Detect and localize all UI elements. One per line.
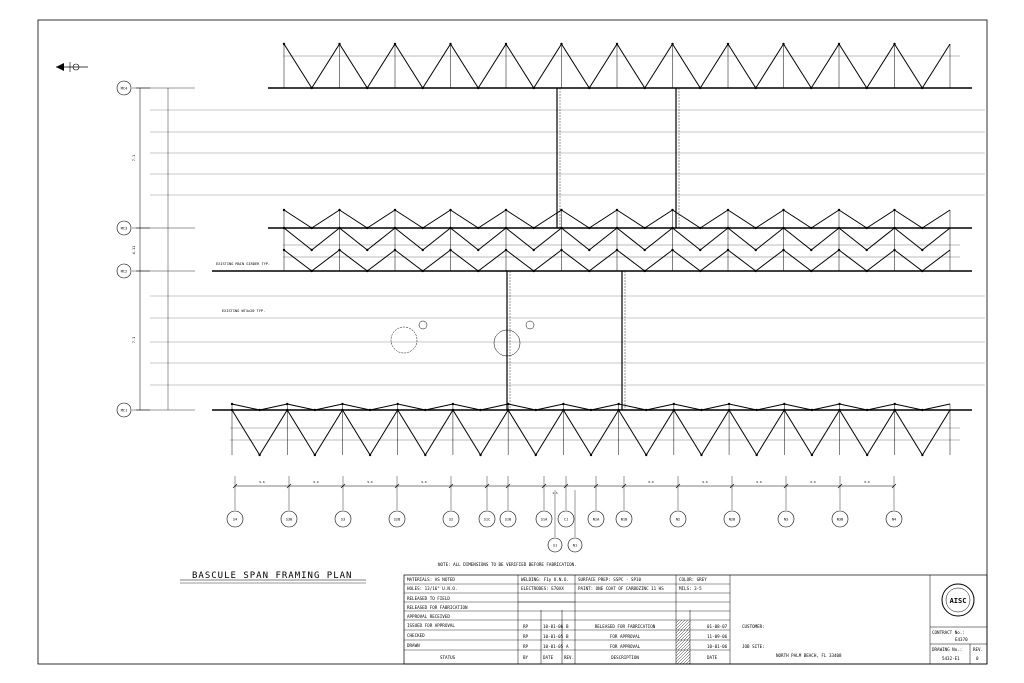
column-grid-label: S3B: [286, 518, 293, 522]
holes-text: HOLES: 13/16" U.N.O.: [407, 586, 457, 591]
bottom-dimensions: 9-6 9-6 9-6 9-6 9-6 9-6 9-6 9-6 9-6 1-5: [232, 480, 897, 495]
issued-approval-text: ISSUED FOR APPROVAL: [407, 623, 455, 628]
truss-members: [230, 42, 951, 457]
existing-girder-label: EXISTING MAIN GIRDER TYP.: [216, 262, 270, 266]
released-field-text: RELEASED TO FIELD: [407, 596, 450, 601]
title-block: MATERIALS: AS NOTED HOLES: 13/16" U.N.O.…: [403, 574, 988, 665]
released-fab-text: RELEASED FOR FABRICATION: [407, 605, 468, 610]
column-grid-label: N2: [676, 518, 680, 522]
dim-label: 9-6: [421, 480, 427, 484]
dim-label: 9-6: [313, 480, 319, 484]
rev-date2: 10-01-06: [707, 644, 728, 649]
column-grid-label: N1B: [621, 518, 628, 522]
col-by: BY: [523, 655, 529, 660]
column-grid-label: N2B: [729, 518, 736, 522]
vertical-dimension: 7-1 4-11 7-1: [132, 87, 169, 411]
col-date: DATE: [543, 655, 554, 660]
rev-date: 10-01-06: [543, 624, 564, 629]
seal-text: AISC: [950, 597, 967, 605]
row-grid-label: MC4: [121, 87, 128, 91]
column-grid-label: S3: [341, 518, 345, 522]
dim-label: 9-6: [648, 480, 654, 484]
dim-label: 9-6: [367, 480, 373, 484]
column-grid-label: S1B: [505, 518, 512, 522]
column-grid-label: S4: [233, 518, 237, 522]
location-text: NORTH PALM BEACH, FL 33408: [776, 653, 842, 658]
dim-label: 9-6: [259, 480, 265, 484]
job-site-text: JOB SITE:: [742, 644, 765, 649]
paint-text: PAINT: ONE COAT OF CARBOZINC 11 HS: [578, 586, 664, 591]
rev-desc: FOR APPROVAL: [610, 644, 641, 649]
dim-label: 9-6: [864, 480, 870, 484]
contract-no: E4370: [955, 637, 968, 642]
rev-desc: RELEASED FOR FABRICATION: [595, 624, 656, 629]
welding-text: WELDING: F1y U.N.O.: [521, 577, 569, 582]
drawing-no: 5432-E1: [942, 656, 960, 661]
rev-rev: B: [566, 634, 569, 639]
column-grid-label: N3B: [837, 518, 844, 522]
column-grid-label: S1C: [484, 518, 491, 522]
col-date2: DATE: [707, 655, 718, 660]
column-grid-bubbles: S4 S3B S3 S2B S2 S1C S1B S1A C1 N1A N1B N2 N2B N3 N3B N…: [226, 476, 903, 553]
materials-text: MATERIALS: AS NOTED: [407, 577, 455, 582]
drawn-text: DRAWN: [407, 643, 420, 648]
rev-date2: 11-09-06: [707, 634, 728, 639]
column-grid-label: N1A: [593, 518, 600, 522]
rev-by: RP: [523, 624, 529, 629]
dim-label: 4-11: [132, 246, 136, 255]
rev-desc: FOR APPROVAL: [610, 634, 641, 639]
detail-circle: [493, 329, 521, 357]
dim-label: 9-6: [756, 480, 762, 484]
drawing-title: BASCULE SPAN FRAMING PLAN: [192, 571, 352, 581]
col-rev: REV.: [564, 655, 574, 660]
detail-bubble: [418, 320, 428, 330]
approval-received-text: APPROVAL RECEIVED: [407, 614, 450, 619]
checked-text: CHECKED: [407, 633, 425, 638]
rev-value: 0: [976, 656, 979, 661]
customer-text: CUSTOMER:: [742, 624, 765, 629]
status-text: STATUS: [440, 655, 456, 660]
stringer-lines: [506, 88, 680, 410]
row-grid-label: MC3: [121, 227, 128, 231]
rev-date: 10-01-05: [543, 644, 564, 649]
detail-bubble: [525, 320, 535, 330]
detail-circle: [390, 326, 418, 354]
color-text: COLOR: GREY: [679, 577, 707, 582]
electrodes-text: ELECTRODES: E70XX: [521, 586, 564, 591]
rev-rev: A: [566, 644, 569, 649]
column-grid-label: N4: [892, 518, 896, 522]
row-grid-label: MC1: [121, 409, 128, 413]
dim-center-label: 1-5: [552, 491, 558, 495]
column-grid-label: S1A: [541, 518, 548, 522]
dim-label: 7-1: [132, 155, 136, 162]
rev-rev: B: [566, 624, 569, 629]
dim-label: 9-6: [702, 480, 708, 484]
surface-prep-text: SURFACE PREP: SSPC - SP10: [578, 577, 642, 582]
bottom-grid-label: N1: [573, 544, 577, 548]
row-grid-label: MC2: [121, 270, 128, 274]
rev-date: 10-01-05: [543, 634, 564, 639]
north-arrow-icon: [56, 62, 88, 72]
rev-label: REV.: [973, 647, 983, 652]
bottom-grid-label: S1: [553, 544, 557, 548]
rev-by: RP: [523, 644, 529, 649]
fabrication-note: NOTE: ALL DIMENSIONS TO BE VERIFIED BEFO…: [438, 562, 577, 567]
rev-by: RP: [523, 634, 529, 639]
column-grid-label: S2: [449, 518, 453, 522]
col-description: DESCRIPTION: [611, 655, 639, 660]
aisc-seal-icon: AISC: [941, 583, 975, 617]
column-grid-label: N3: [784, 518, 788, 522]
contract-label: CONTRACT No.:: [932, 630, 965, 635]
framing-lines: [132, 55, 985, 441]
column-grid-label: C1: [564, 518, 568, 522]
dim-label: 9-6: [810, 480, 816, 484]
column-grid-label: S2B: [394, 518, 401, 522]
drawing-no-label: DRAWING No.:: [932, 647, 962, 652]
existing-wt-label: EXISTING WT4x20 TYP.: [222, 309, 265, 313]
dim-label: 7-1: [132, 337, 136, 344]
mils-text: MILS: 3-5: [679, 586, 702, 591]
rev-date2: 01-08-07: [707, 624, 728, 629]
